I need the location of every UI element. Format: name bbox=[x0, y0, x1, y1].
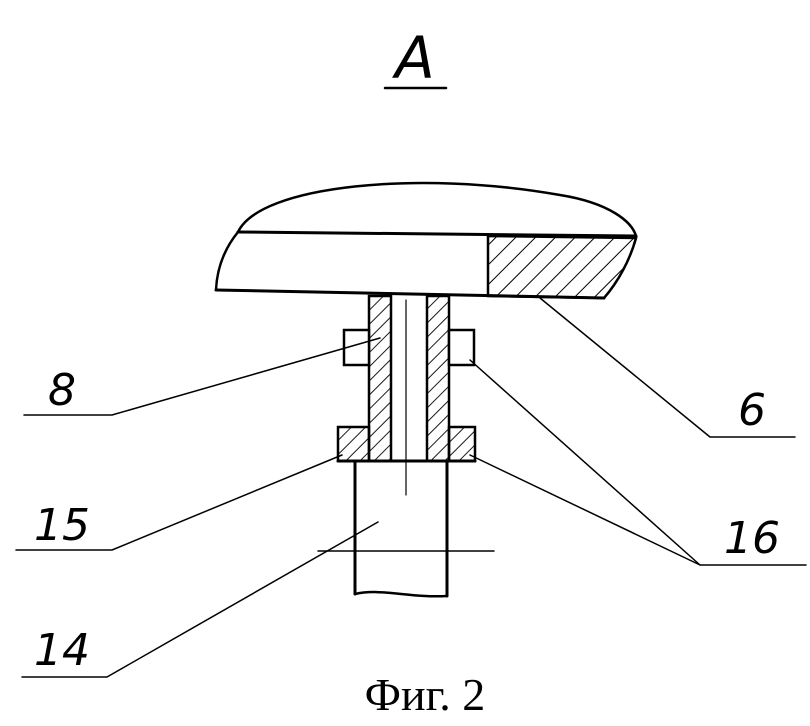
bushing-left-wall bbox=[367, 294, 393, 463]
cap-left-edge bbox=[214, 230, 240, 292]
rod-break bbox=[353, 590, 449, 598]
upper-nut-right bbox=[447, 328, 476, 367]
view-label: A bbox=[391, 24, 435, 92]
lower-nut-left bbox=[336, 425, 371, 463]
leader-14 bbox=[21, 521, 379, 678]
callout-8: 8 bbox=[48, 365, 76, 416]
leader-16-lower bbox=[469, 454, 701, 566]
bushing-right-wall bbox=[425, 294, 451, 463]
leader-15 bbox=[15, 454, 343, 551]
callout-6: 6 bbox=[738, 385, 766, 436]
callout-15: 15 bbox=[34, 500, 90, 551]
cap-top-line bbox=[236, 230, 638, 238]
figure-caption: Фиг. 2 bbox=[365, 669, 486, 720]
leader-6 bbox=[539, 297, 796, 438]
callout-16: 16 bbox=[724, 513, 780, 564]
part-6-section bbox=[486, 234, 638, 300]
cap-dome bbox=[236, 181, 638, 238]
callout-14: 14 bbox=[34, 625, 90, 676]
leader-8 bbox=[23, 337, 381, 416]
